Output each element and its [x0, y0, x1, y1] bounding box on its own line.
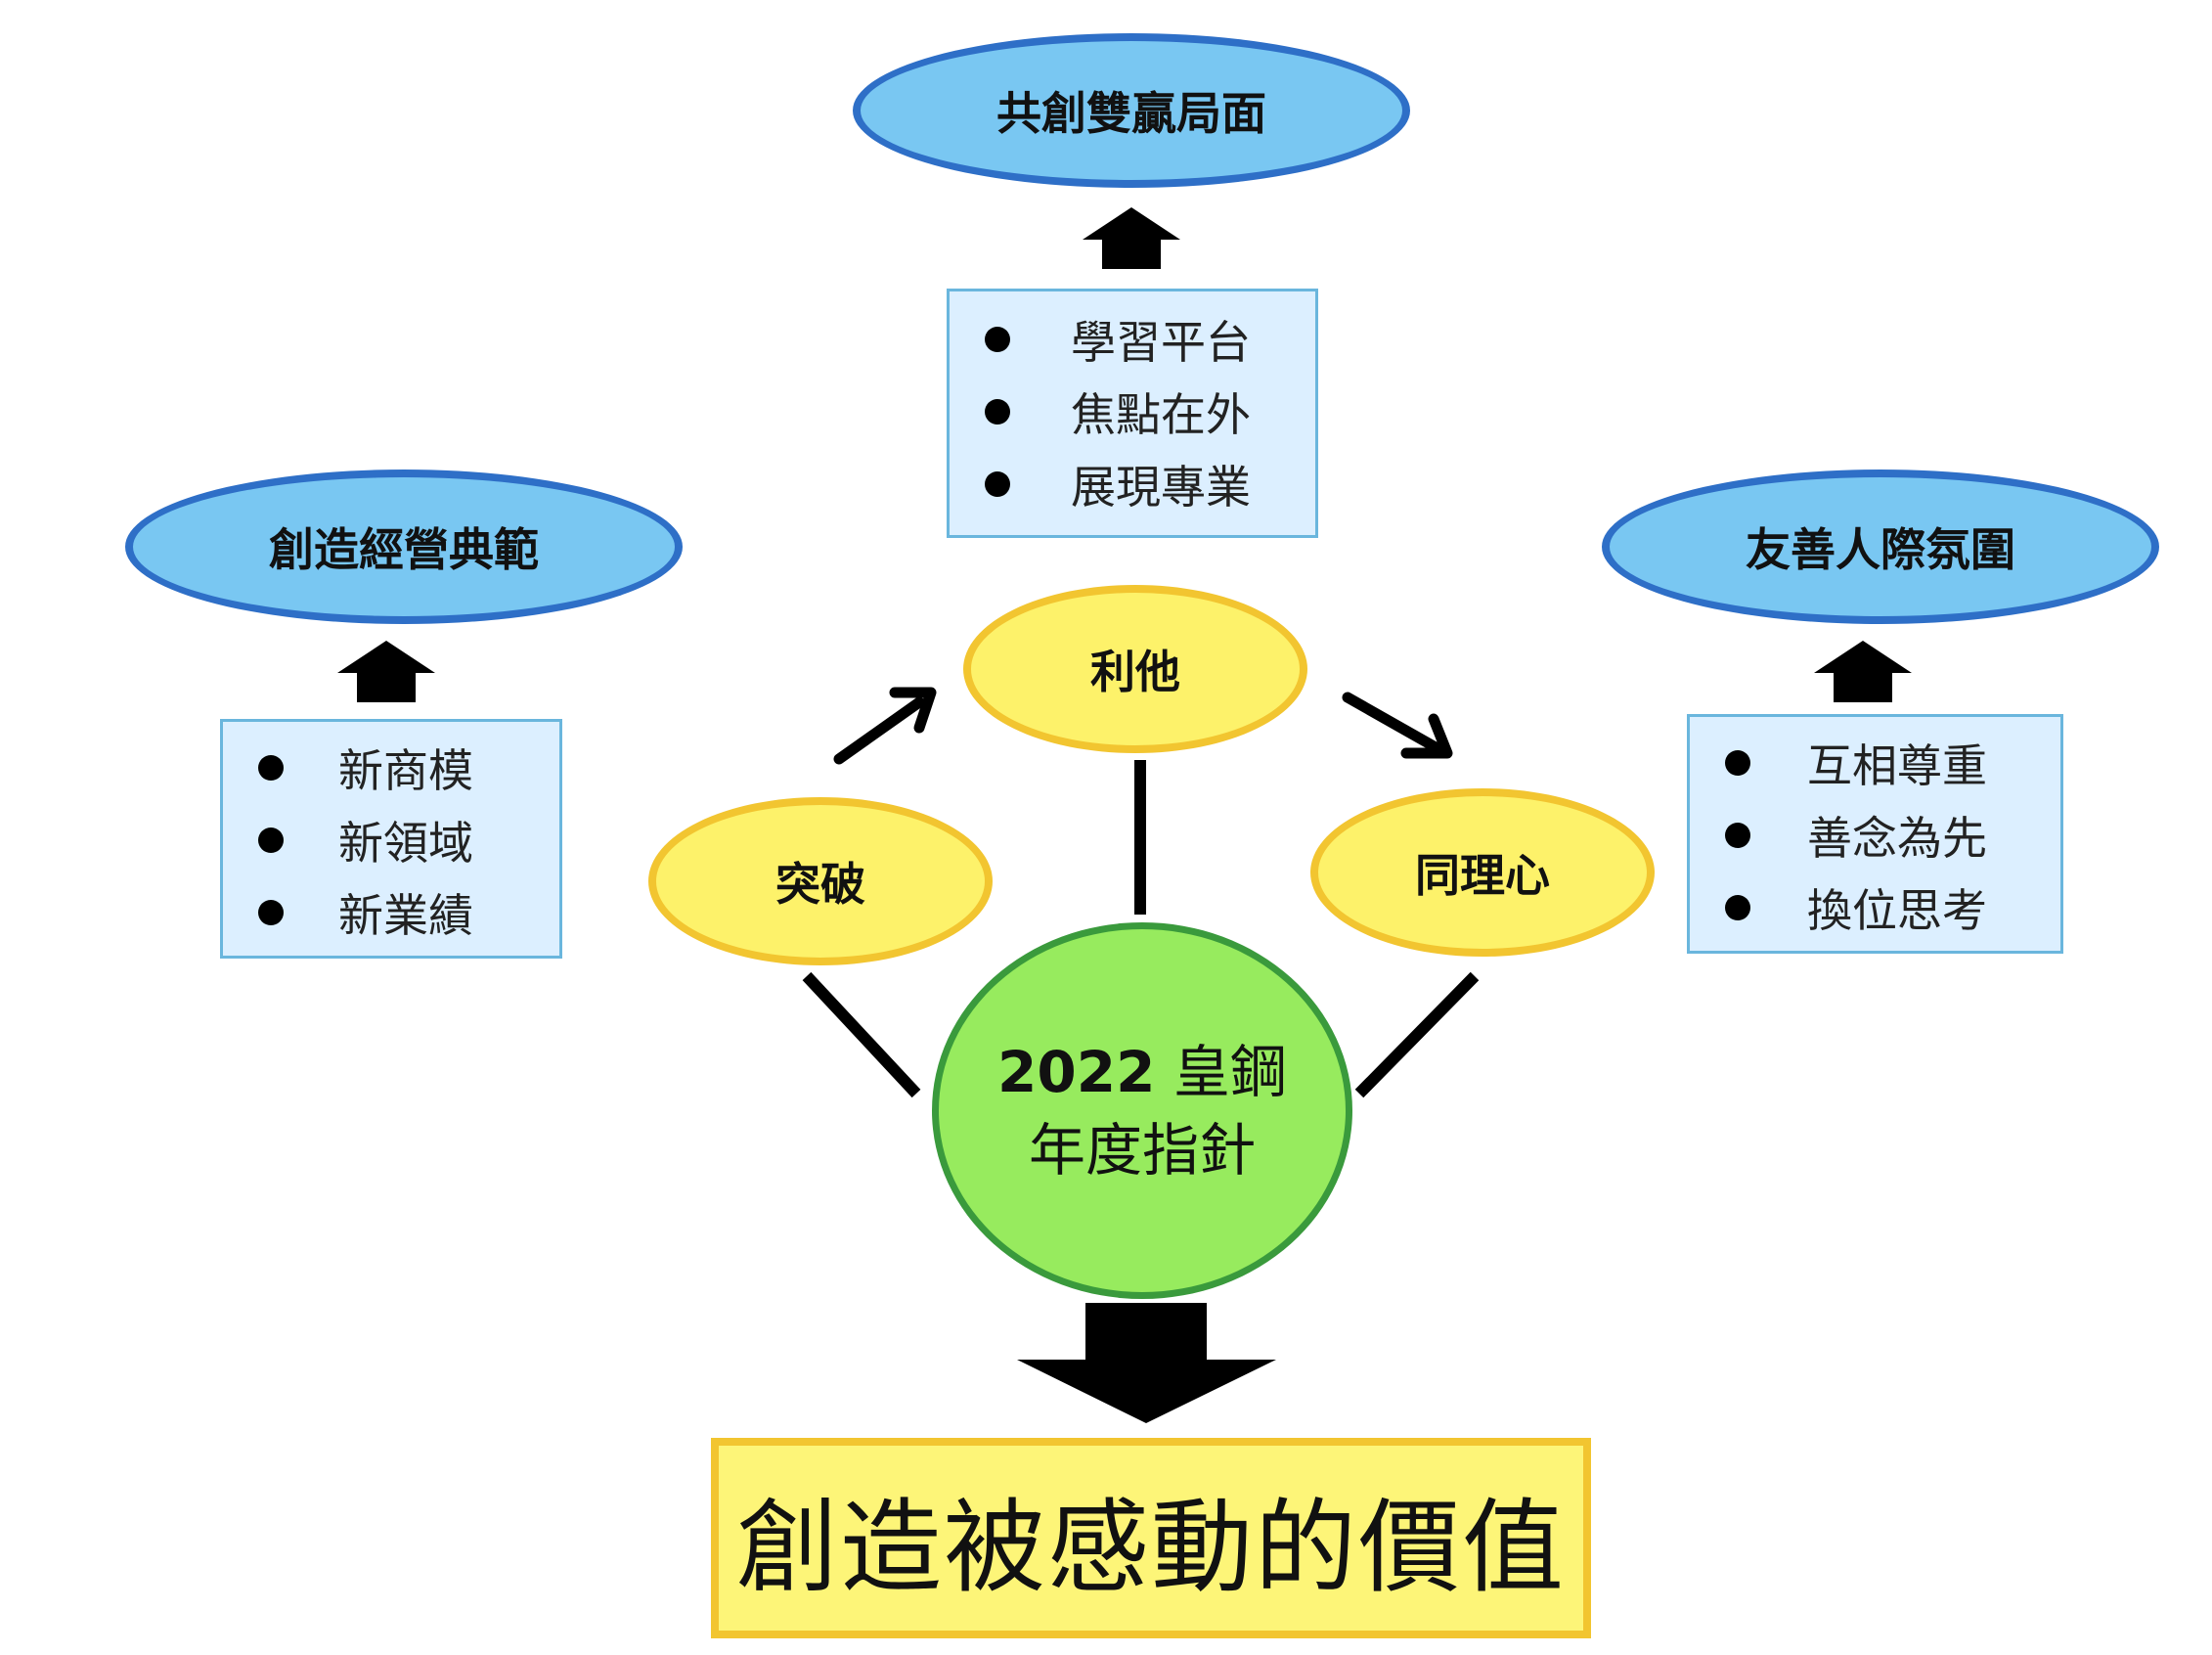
result-box: 創造被感動的價值 — [711, 1438, 1591, 1638]
value-breakthrough-label: 突破 — [775, 858, 865, 911]
value-altruism: 利他 — [963, 585, 1307, 753]
list-item-text: 新領域 — [338, 817, 473, 870]
bullet-dot-icon — [985, 327, 1010, 352]
up-arrow-right — [1814, 641, 1912, 702]
list-item-text: 換位思考 — [1807, 884, 1987, 937]
goal-win-win-label: 共創雙贏局面 — [996, 87, 1266, 140]
bullet-dot-icon — [985, 471, 1010, 497]
list-item: 互相尊重 — [1725, 727, 2060, 799]
list-item-text: 學習平台 — [1071, 316, 1251, 369]
list-item: 新領域 — [258, 804, 559, 876]
down-arrow-result — [1017, 1303, 1276, 1423]
core-brand: 皇鋼 — [1172, 1038, 1287, 1105]
bullet-dot-icon — [1725, 895, 1750, 920]
connector-breakthrough-core — [802, 971, 921, 1098]
list-item-text: 善念為先 — [1807, 812, 1987, 865]
value-empathy-label: 同理心 — [1415, 849, 1550, 902]
list-item: 新商模 — [258, 732, 559, 804]
bullet-dot-icon — [258, 828, 284, 853]
bullet-dot-icon — [258, 900, 284, 925]
value-empathy: 同理心 — [1310, 788, 1655, 957]
up-arrow-left — [337, 641, 435, 702]
list-item-text: 新業績 — [338, 889, 473, 942]
arrow-altruism-to-empathy — [1342, 692, 1441, 753]
bullet-dot-icon — [1725, 750, 1750, 776]
list-item: 焦點在外 — [985, 376, 1315, 448]
list-item-text: 新商模 — [338, 744, 473, 797]
goal-friendly-atmosphere: 友善人際氛圍 — [1602, 470, 2159, 624]
bullet-box-left: 新商模 新領域 新業績 — [220, 719, 562, 959]
up-arrow-top — [1083, 207, 1180, 269]
arrow-breakthrough-head — [889, 687, 937, 734]
core-year: 2022 — [997, 1038, 1156, 1105]
list-item-text: 焦點在外 — [1071, 388, 1251, 441]
goal-friendly-atmosphere-label: 友善人際氛圍 — [1746, 523, 2015, 576]
core-line-1: 2022 皇鋼 — [997, 1033, 1287, 1111]
result-text: 創造被感動的價值 — [735, 1488, 1566, 1607]
list-item-text: 展現專業 — [1071, 461, 1251, 514]
list-item-text: 互相尊重 — [1807, 739, 1987, 792]
connector-empathy-core — [1354, 971, 1480, 1098]
bullet-box-top: 學習平台 焦點在外 展現專業 — [947, 289, 1318, 538]
goal-win-win: 共創雙贏局面 — [853, 33, 1410, 188]
bullet-dot-icon — [1725, 823, 1750, 848]
goal-management-model: 創造經營典範 — [125, 470, 683, 624]
bullet-dot-icon — [258, 755, 284, 781]
list-item: 換位思考 — [1725, 872, 2060, 944]
core-circle: 2022 皇鋼 年度指針 — [932, 922, 1352, 1299]
list-item: 善念為先 — [1725, 799, 2060, 872]
value-altruism-label: 利他 — [1090, 646, 1180, 698]
core-title: 年度指針 — [1028, 1116, 1256, 1184]
bullet-box-right: 互相尊重 善念為先 換位思考 — [1687, 714, 2063, 954]
list-item: 學習平台 — [985, 303, 1315, 376]
list-item: 新業績 — [258, 876, 559, 949]
list-item: 展現專業 — [985, 448, 1315, 520]
value-breakthrough: 突破 — [648, 797, 993, 965]
arrow-breakthrough-to-altruism — [833, 696, 925, 765]
arrow-empathy-head — [1400, 713, 1453, 759]
bullet-dot-icon — [985, 399, 1010, 425]
goal-management-model-label: 創造經營典範 — [269, 523, 539, 576]
